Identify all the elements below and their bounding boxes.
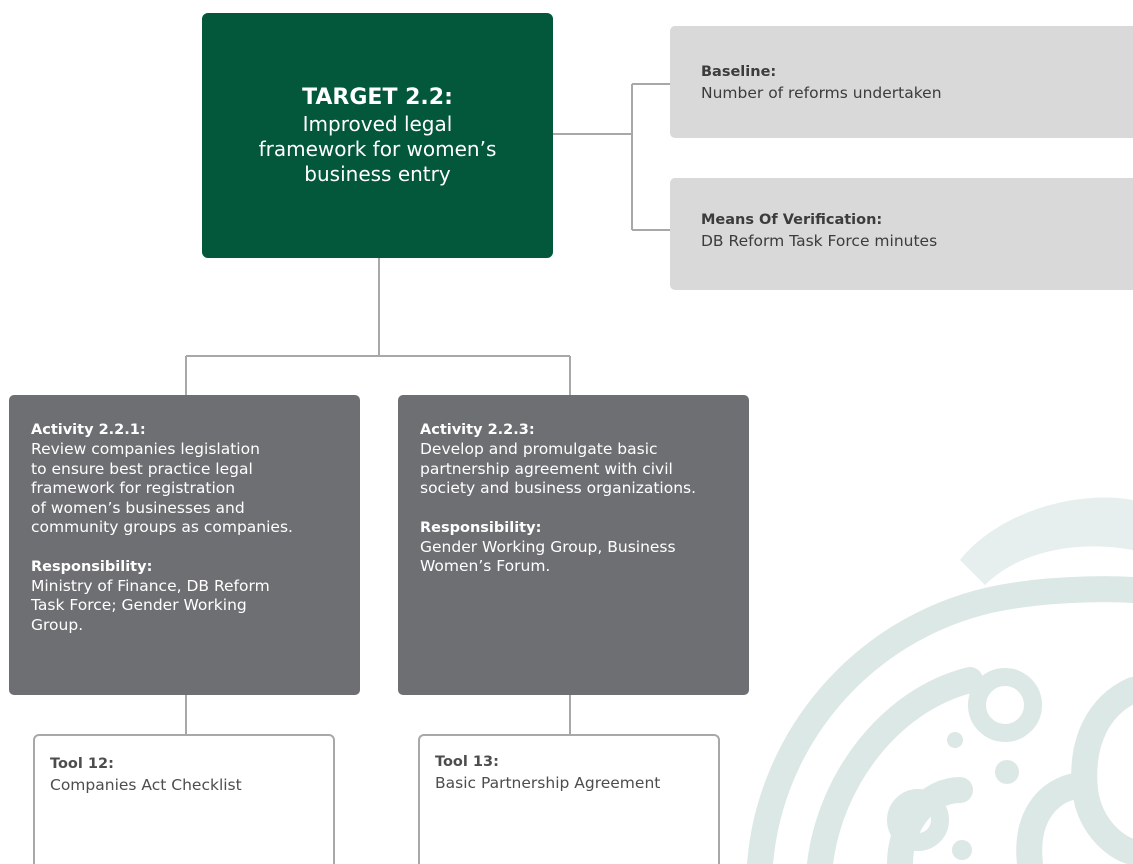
- target-box: TARGET 2.2: Improved legal framework for…: [202, 13, 553, 258]
- activity-heading: Activity 2.2.1:: [31, 422, 146, 438]
- tool-box-13[interactable]: Tool 13: Basic Partnership Agreement: [418, 734, 720, 864]
- responsibility-heading: Responsibility:: [420, 519, 542, 536]
- activity-box-2-2-1: Activity 2.2.1: Review companies legisla…: [9, 395, 360, 695]
- target-description: Improved legal framework for women’s bus…: [258, 112, 497, 186]
- verification-box: Means Of Verification: DB Reform Task Fo…: [670, 178, 1133, 290]
- activity-heading: Activity 2.2.3:: [420, 422, 535, 438]
- verification-heading: Means Of Verification:: [701, 212, 883, 228]
- tool-name: Companies Act Checklist: [50, 776, 242, 794]
- tool-name: Basic Partnership Agreement: [435, 774, 661, 792]
- tool-box-12[interactable]: Tool 12: Companies Act Checklist: [33, 734, 335, 864]
- connector-target-to-activities: [185, 258, 571, 395]
- responsibility-text: Gender Working Group, Business Women’s F…: [420, 537, 676, 576]
- responsibility-text: Ministry of Finance, DB Reform Task Forc…: [31, 576, 270, 634]
- verification-text: DB Reform Task Force minutes: [701, 232, 938, 250]
- activity-description: Review companies legislation to ensure b…: [31, 440, 293, 536]
- connector-target-to-info: [553, 83, 670, 231]
- tool-heading: Tool 13:: [435, 754, 499, 770]
- activity-description: Develop and promulgate basic partnership…: [420, 440, 697, 497]
- decorative-swirl-icon: [747, 497, 1133, 864]
- baseline-text: Number of reforms undertaken: [701, 84, 942, 102]
- tool-heading: Tool 12:: [50, 756, 114, 772]
- baseline-heading: Baseline:: [701, 64, 777, 80]
- activity-box-2-2-3: Activity 2.2.3: Develop and promulgate b…: [398, 395, 749, 695]
- target-label: TARGET 2.2:: [302, 85, 453, 110]
- responsibility-heading: Responsibility:: [31, 558, 153, 575]
- baseline-box: Baseline: Number of reforms undertaken: [670, 26, 1133, 138]
